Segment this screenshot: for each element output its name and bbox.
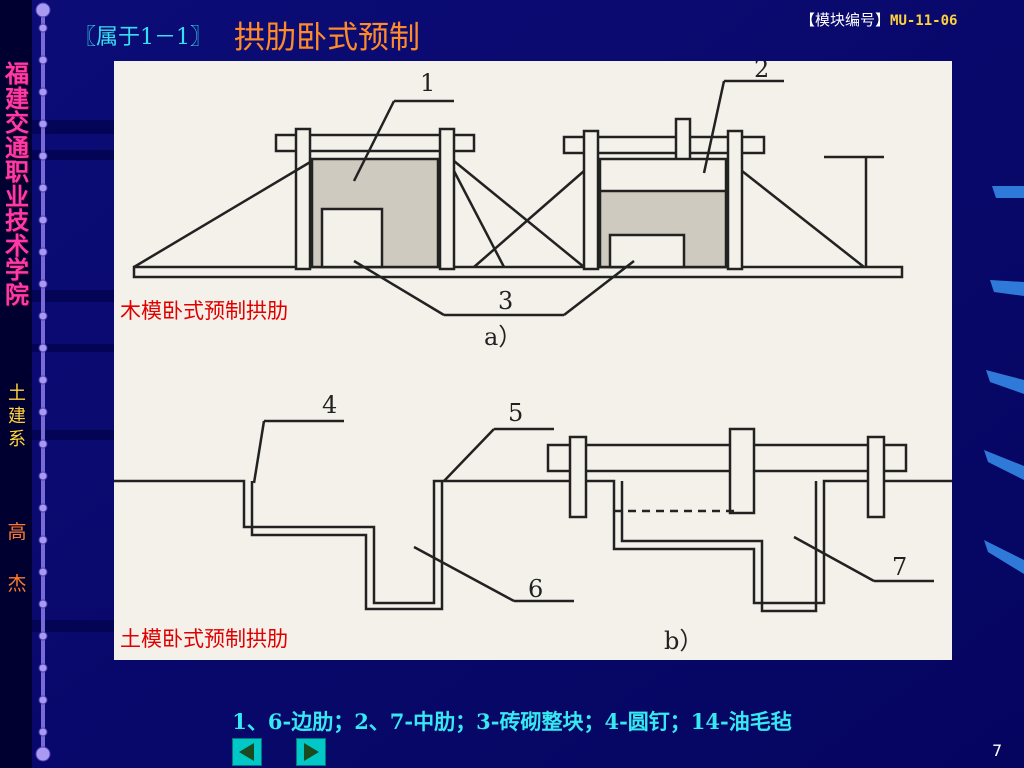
title-prefix: 〖属于1－1〗 [74,25,212,50]
next-slide-button[interactable] [296,738,326,766]
author-name: 高杰 [7,521,27,595]
triangle-left-icon [239,743,254,761]
caption-wooden-formwork: 木模卧式预制拱肋 [120,299,288,323]
module-code: MU-11-06 [890,13,958,29]
chain-decoration [35,2,51,762]
module-number: 【模块编号】MU-11-06 [800,9,957,30]
caption-earth-formwork: 土模卧式预制拱肋 [120,627,288,651]
label-2: 2 [754,61,769,83]
label-7: 7 [892,553,907,581]
formwork-diagram: 1 2 3 a） 4 5 6 7 b） [114,61,952,655]
sidebar: 福建交通职业技术学院 土建系 高杰 [0,0,32,768]
label-3: 3 [498,287,513,315]
label-1: 1 [420,69,435,97]
prev-slide-button[interactable] [232,738,262,766]
label-part-b: b） [664,627,703,655]
school-name: 福建交通职业技术学院 [5,59,29,309]
label-6: 6 [528,575,543,603]
label-5: 5 [508,399,523,427]
label-4: 4 [322,391,337,419]
triangle-right-icon [304,743,319,761]
diagram-figure: 1 2 3 a） 4 5 6 7 b） 木模卧式预制拱肋 土模卧式预制拱肋 [114,61,952,660]
module-label: 【模块编号】 [800,11,891,29]
department-name: 土建系 [8,383,26,450]
page-title: 拱肋卧式预制 [234,20,420,56]
label-part-a: a） [484,323,522,351]
legend-text: 1、6-边肋；2、7-中肋；3-砖砌整块；4-圆钉；14-油毛毡 [232,709,792,734]
page-number: 7 [992,741,1003,760]
